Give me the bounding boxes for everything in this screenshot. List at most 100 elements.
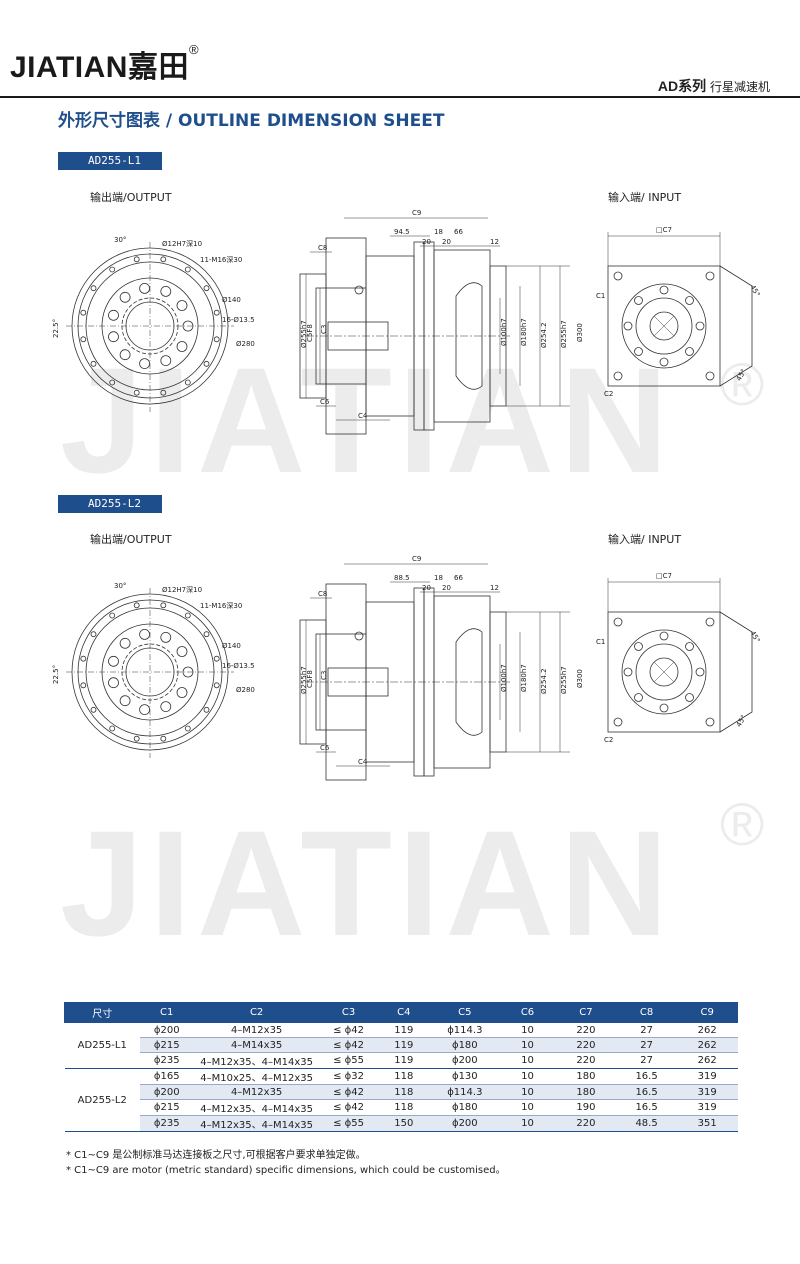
table-cell: 4–M12x35、4–M14x35 <box>193 1052 320 1069</box>
outer-bolt-hole <box>133 389 140 396</box>
spec-header-c3: C3 <box>319 1002 378 1023</box>
inner-bolt-hole <box>119 349 131 361</box>
table-cell: ϕ200 <box>140 1022 194 1038</box>
dim-20b: 20 <box>442 238 451 246</box>
inner-bolt-hole <box>139 704 151 716</box>
outer-bolt-hole <box>80 336 87 343</box>
outer-bolt-holes <box>80 602 220 742</box>
outer-bolt-hole <box>80 309 87 316</box>
dim-d100: Ø100h7 <box>500 664 508 692</box>
dim-c4: C4 <box>358 412 368 420</box>
dim-c3: C3 <box>320 325 328 334</box>
table-cell: 27 <box>616 1037 677 1053</box>
dim-20b: 20 <box>442 584 451 592</box>
drawing-l1: 30° 22.5° Ø12H7深10 11-M16深30 Ø140 16-Ø13… <box>10 206 790 466</box>
input-bolt-hole <box>623 321 633 331</box>
table-cell: 118 <box>377 1084 431 1100</box>
drawing-svg-2: 30° 22.5° Ø12H7深10 11-M16深30 Ø140 16-Ø13… <box>52 555 761 781</box>
table-cell: ϕ235 <box>140 1052 194 1069</box>
dim-20a: 20 <box>422 584 431 592</box>
dim-d300: Ø300 <box>576 669 584 688</box>
table-cell: 4–M10x25、4–M12x35 <box>193 1068 320 1085</box>
table-cell: 319 <box>676 1068 738 1085</box>
model-tag-l2: AD255-L2 <box>58 495 162 513</box>
dim-12: 12 <box>490 584 499 592</box>
note-en: * C1~C9 are motor (metric standard) spec… <box>66 1165 506 1176</box>
table-cell: 16.5 <box>616 1084 677 1100</box>
table-cell: 119 <box>377 1037 431 1053</box>
outer-bolt-hole <box>213 309 220 316</box>
dim-18: 18 <box>434 574 443 582</box>
spec-header-c7: C7 <box>555 1002 617 1023</box>
dim-945: 94.5 <box>394 228 410 236</box>
dim-angle-22: 22.5° <box>52 665 60 684</box>
inner-bolt-hole <box>108 309 119 321</box>
outer-bolt-hole <box>213 655 220 662</box>
dim-holes16: 16-Ø13.5 <box>222 316 255 324</box>
dim-angle-30: 30° <box>114 582 126 590</box>
dim-d140: Ø140 <box>222 296 241 304</box>
input-flange-view <box>607 578 753 733</box>
brand-reg-mark: ® <box>188 42 200 57</box>
dim-d140: Ø140 <box>222 642 241 650</box>
outer-bolt-hole <box>160 256 167 263</box>
output-label-l1: 输出端/OUTPUT <box>90 191 172 204</box>
table-cell: 118 <box>377 1068 431 1085</box>
outer-bolt-hole <box>109 379 116 386</box>
dim-hole-12: Ø12H7深10 <box>162 239 202 248</box>
outer-bolt-hole <box>184 612 191 619</box>
table-cell: 262 <box>676 1022 738 1038</box>
dim-c8: C8 <box>318 244 327 252</box>
output-flange-view <box>66 588 234 758</box>
table-model-cell: AD255-L1 <box>64 1022 141 1069</box>
spec-header-c2: C2 <box>192 1002 321 1023</box>
inner-bolt-hole <box>108 677 119 689</box>
notes: * C1~C9 是公制标准马达连接板之尺寸,可根据客户要求单独定做。 * C1~… <box>66 1148 506 1178</box>
table-cell: 319 <box>676 1084 738 1100</box>
table-cell: 48.5 <box>616 1115 677 1132</box>
table-cell: 4–M12x35 <box>193 1084 320 1100</box>
inner-bolt-hole <box>139 283 151 294</box>
dim-c1: C1 <box>596 292 605 300</box>
outer-bolt-hole <box>109 612 116 619</box>
dim-66: 66 <box>454 228 463 236</box>
dim-c3: C3 <box>320 671 328 680</box>
table-cell: 10 <box>499 1084 556 1100</box>
table-cell: ≤ ϕ42 <box>319 1099 378 1116</box>
table-cell: 319 <box>676 1099 738 1116</box>
input-bolt-hole <box>685 296 694 305</box>
table-cell: 190 <box>555 1099 617 1116</box>
input-label-l1: 输入端/ INPUT <box>608 191 682 204</box>
input-bolt-hole <box>685 642 694 651</box>
dim-angle-22: 22.5° <box>52 319 60 338</box>
watermark-bottom: JIATIAN <box>60 799 675 967</box>
table-cell: 4–M12x35 <box>193 1022 320 1038</box>
table-cell: 10 <box>499 1022 556 1038</box>
input-bolt-hole <box>634 347 643 356</box>
dim-c9: C9 <box>412 555 421 563</box>
corner-bolt-hole <box>613 617 623 627</box>
table-cell: 180 <box>555 1068 617 1085</box>
dim-c2: C2 <box>604 736 613 744</box>
table-cell: 119 <box>377 1022 431 1038</box>
table-cell: 16.5 <box>616 1068 677 1085</box>
spec-header-尺寸: 尺寸 <box>64 1002 141 1023</box>
dim-c5: C5F8 <box>306 670 314 688</box>
input-bolt-hole <box>623 667 633 677</box>
table-cell: ≤ ϕ55 <box>319 1115 378 1132</box>
corner-bolt-hole <box>613 717 623 727</box>
spec-header-c5: C5 <box>429 1002 500 1023</box>
input-bolt-hole <box>634 642 643 651</box>
outer-bolt-hole <box>109 266 116 273</box>
table-cell: ϕ235 <box>140 1115 194 1132</box>
inner-bolt-holes <box>108 629 194 716</box>
dim-hole-12: Ø12H7深10 <box>162 585 202 594</box>
outer-bolt-hole <box>203 631 210 638</box>
outer-bolt-hole <box>160 735 167 742</box>
series-label: AD系列 行星减速机 <box>658 76 770 96</box>
outer-bolt-hole <box>184 266 191 273</box>
header-divider <box>0 96 800 98</box>
